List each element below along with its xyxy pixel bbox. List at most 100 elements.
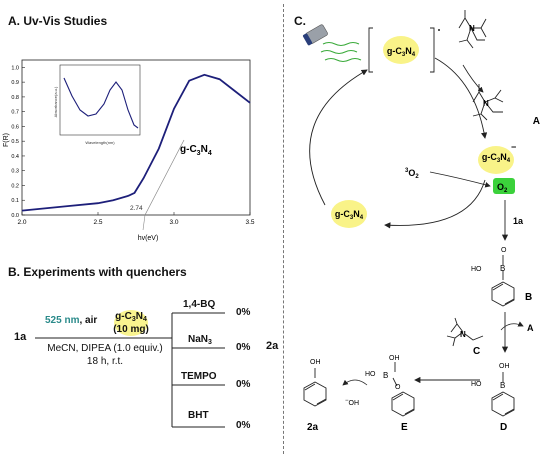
curve-label: g-C3N4 bbox=[180, 144, 212, 157]
panel-c-title: C. bbox=[294, 14, 306, 28]
panel-b-title: B. Experiments with quenchers bbox=[8, 265, 187, 279]
fr-curve bbox=[21, 73, 251, 212]
intermediate-E-structure bbox=[391, 362, 415, 417]
d-ho: HO bbox=[471, 381, 482, 388]
label-2a: 2a bbox=[307, 422, 319, 433]
quencher-2-name: NaN3 bbox=[188, 334, 212, 346]
product-2a: 2a bbox=[266, 340, 279, 352]
quencher-2-yield: 0% bbox=[236, 342, 251, 353]
bandgap-pointer-line bbox=[142, 214, 146, 231]
superoxide-label: O2 bbox=[497, 182, 508, 194]
uv-vis-chart: 0.0 0.1 0.2 0.3 0.4 0.5 0.6 0.7 0.8 0.9 1.0 2.0 2.5… bbox=[3, 59, 255, 242]
dipea-n: N bbox=[469, 24, 475, 33]
radical-cation-n: N bbox=[483, 99, 489, 108]
bandgap-value: 2.74 bbox=[130, 205, 143, 212]
conditions-line-2: 18 h, r.t. bbox=[86, 356, 124, 367]
x-tick-label: 3.0 bbox=[169, 219, 178, 226]
air-condition: , air bbox=[79, 315, 98, 326]
catalyst-amount: (10 mg) bbox=[113, 324, 149, 335]
y-tick-label: 0.9 bbox=[11, 80, 19, 86]
iminium-C-structure bbox=[446, 317, 484, 347]
oxygen-arrow bbox=[429, 171, 491, 188]
y-tick-label: 0.2 bbox=[11, 183, 19, 189]
y-axis-label: F(R) bbox=[3, 133, 10, 147]
excited-catalyst-highlight bbox=[383, 36, 419, 64]
b-atom: B bbox=[500, 264, 505, 273]
reagent-A: A bbox=[527, 323, 534, 333]
inset-absorbance-curve bbox=[63, 77, 139, 129]
e-oh: OH bbox=[389, 355, 400, 362]
reactant-1a: 1a bbox=[14, 331, 27, 343]
superoxide-highlight bbox=[493, 178, 515, 194]
quencher-1-yield: 0% bbox=[236, 307, 251, 318]
d-oh: OH bbox=[499, 363, 510, 370]
mechanism-diagram: g-C3N4 N N A g-C3N4 − 3O2 O2 g-C3N4 1a bbox=[302, 10, 540, 433]
reagent-1a: 1a bbox=[513, 216, 524, 226]
y-tick-label: 0.3 bbox=[11, 169, 19, 175]
quencher-scheme bbox=[35, 310, 225, 428]
light-condition: 525 nm, air bbox=[45, 315, 97, 326]
panel-a-title: A. Uv-Vis Studies bbox=[8, 14, 108, 28]
light-beam-icon bbox=[320, 42, 362, 62]
quencher-4-yield: 0% bbox=[236, 420, 251, 431]
light-wavelength: 525 nm bbox=[45, 315, 80, 326]
cycle-arc-left bbox=[309, 69, 368, 206]
label-A: A bbox=[533, 116, 540, 127]
dipea-arrow bbox=[462, 64, 484, 93]
cycle-arc-right bbox=[384, 179, 486, 229]
catalyst-highlight bbox=[114, 310, 148, 336]
inset-xlabel: Wavelength(nm) bbox=[85, 140, 115, 145]
y-tick-label: 0.8 bbox=[11, 95, 19, 101]
reduced-catalyst-label: g-C3N4 bbox=[482, 152, 511, 164]
product-2a-structure bbox=[303, 368, 327, 407]
y-tick-label: 0.6 bbox=[11, 124, 19, 130]
reduced-catalyst-highlight bbox=[478, 146, 514, 174]
dipea-structure bbox=[458, 10, 487, 49]
e-ho: HO bbox=[365, 371, 376, 378]
hydroxide: −OH bbox=[345, 398, 359, 407]
chart-frame bbox=[21, 59, 251, 216]
y-tick-label: 0.5 bbox=[11, 139, 19, 145]
ground-catalyst-label: g-C3N4 bbox=[335, 209, 364, 221]
label-C: C bbox=[473, 346, 480, 357]
radical-cation-structure bbox=[472, 84, 504, 121]
y-tick-label: 0.4 bbox=[11, 154, 19, 160]
excited-catalyst-label: g-C3N4 bbox=[387, 46, 416, 58]
x-tick-label: 2.0 bbox=[17, 219, 26, 226]
quencher-1-name: 1,4-BQ bbox=[183, 299, 216, 310]
reduced-charge: − bbox=[511, 142, 516, 152]
e-o-atom: O bbox=[395, 384, 401, 391]
excited-bracket-left bbox=[368, 27, 373, 73]
label-E: E bbox=[401, 422, 408, 433]
phenol-oh: OH bbox=[310, 359, 321, 366]
e-b-atom: B bbox=[383, 371, 388, 380]
catalyst-label: g-C3N4 bbox=[115, 311, 147, 323]
x-tick-label: 2.5 bbox=[93, 219, 102, 226]
b-ho: HO bbox=[471, 266, 482, 273]
d-b-atom: B bbox=[500, 381, 505, 390]
hydroxide-arrow bbox=[342, 379, 368, 386]
excited-bracket-right bbox=[430, 27, 435, 73]
y-tick-label: 1.0 bbox=[11, 65, 19, 71]
quencher-3-yield: 0% bbox=[236, 379, 251, 390]
iminium-n: N bbox=[460, 330, 466, 339]
quencher-3-name: TEMPO bbox=[181, 371, 217, 382]
x-axis-label: hv(eV) bbox=[138, 235, 159, 242]
ground-catalyst-highlight bbox=[331, 200, 367, 228]
label-D: D bbox=[500, 422, 507, 433]
y-tick-label: 0.7 bbox=[11, 110, 19, 116]
cycle-arc-top bbox=[434, 57, 488, 139]
a-release-arrow bbox=[500, 321, 524, 331]
triplet-oxygen: 3O2 bbox=[405, 168, 419, 180]
conditions-line-1: MeCN, DIPEA (1.0 equiv.) bbox=[47, 343, 163, 354]
intermediate-D-structure bbox=[491, 372, 515, 417]
y-tick-label: 0.1 bbox=[11, 198, 19, 204]
b-peroxo-o: O bbox=[501, 247, 507, 254]
y-tick-label: 0.0 bbox=[11, 213, 19, 219]
inset-frame bbox=[59, 64, 141, 136]
inset-ylabel: Absorbance(a.u.) bbox=[53, 86, 58, 117]
panel-divider bbox=[283, 4, 284, 454]
quencher-4-name: BHT bbox=[188, 410, 209, 421]
intermediate-B-structure bbox=[491, 255, 515, 307]
x-tick-label: 3.5 bbox=[245, 219, 254, 226]
